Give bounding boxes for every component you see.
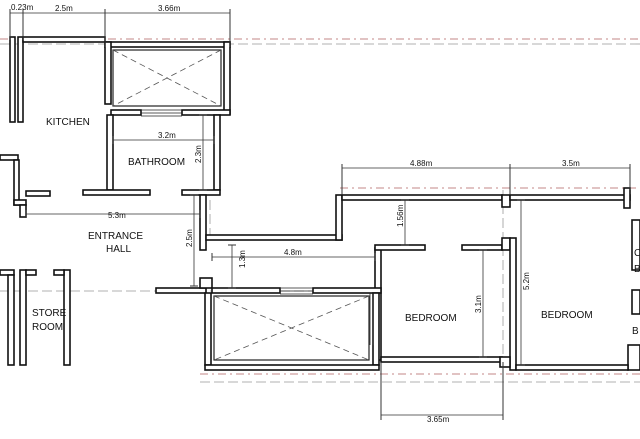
room-label-partial-b2: B (632, 326, 639, 337)
room-label-partial-b1: B (634, 264, 640, 275)
dim-bedroom1-notch: 1.56m (396, 204, 405, 227)
room-label-store-room-line1: STORE (32, 308, 67, 319)
room-label-entrance-hall-line2: HALL (106, 244, 131, 255)
dim-bedroom1-bottom: 3.65m (427, 415, 450, 424)
dim-top-void: 3.66m (158, 4, 181, 13)
dim-bathroom-width: 3.2m (158, 131, 176, 140)
room-label-kitchen: KITCHEN (46, 117, 90, 128)
reference-lines (0, 38, 640, 420)
dim-bedroom2-top: 3.5m (562, 159, 580, 168)
dim-hall-width: 5.3m (108, 211, 126, 220)
room-label-partial-c: C (634, 248, 640, 259)
dimension-labels: 0.23m 2.5m 3.66m 3.2m 2.3m 5.3m 2.5m 1.3… (11, 3, 580, 424)
dim-bedroom2-height: 5.2m (522, 272, 531, 290)
room-label-entrance-hall-line1: ENTRANCE (88, 231, 143, 242)
dim-bedroom1-height: 3.1m (474, 295, 483, 313)
room-label-bathroom: BATHROOM (128, 157, 185, 168)
dim-hall-depth: 2.5m (185, 229, 194, 247)
dim-bedroom1-top: 4.88m (410, 159, 433, 168)
room-labels: KITCHEN BATHROOM ENTRANCE HALL STORE ROO… (32, 117, 640, 337)
dim-top-left: 0.23m (11, 3, 34, 12)
dim-top-kitchen: 2.5m (55, 4, 73, 13)
dimension-lines (9, 9, 631, 420)
void-lower (213, 295, 370, 361)
void-upper (112, 49, 222, 107)
dim-bathroom-height: 2.3m (194, 145, 203, 163)
dim-corridor-length: 4.8m (284, 248, 302, 257)
room-label-store-room-line2: ROOM (32, 322, 63, 333)
dim-corridor-gap: 1.3m (238, 250, 247, 268)
room-label-bedroom-2: BEDROOM (541, 310, 593, 321)
walls (0, 36, 640, 371)
windows (141, 109, 374, 345)
room-label-bedroom-1: BEDROOM (405, 313, 457, 324)
